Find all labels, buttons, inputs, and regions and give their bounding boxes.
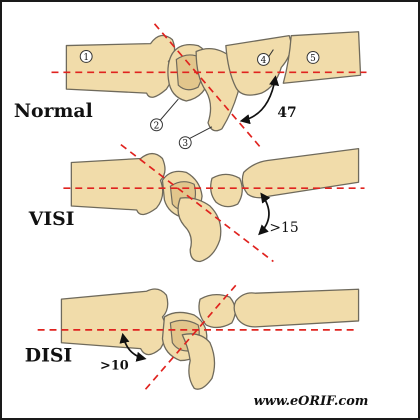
disi-label: DISI — [25, 345, 72, 367]
svg-text:3: 3 — [182, 139, 188, 149]
marker-1: 1 — [79, 50, 93, 63]
visi-angle-label: >15 — [269, 220, 298, 236]
trapezoid-bone-disi — [198, 294, 236, 329]
radius-bone-normal — [65, 34, 176, 98]
scaphoid-bone-visi — [177, 197, 222, 263]
leader-lunate — [160, 98, 179, 121]
normal-angle-label: 47 — [277, 105, 296, 121]
svg-text:5: 5 — [310, 54, 316, 64]
credit-text: www.eORIF.com — [254, 394, 369, 409]
scaphoid-axis-normal — [153, 23, 263, 150]
capitate-bone-disi — [233, 288, 360, 328]
scaphoid-axis-visi — [120, 143, 274, 263]
marker-4: 4 — [257, 53, 270, 66]
marker-2: 2 — [150, 118, 163, 131]
capitate-bone-visi — [241, 147, 360, 199]
marker-5: 5 — [306, 51, 320, 64]
angle-arrow-normal — [239, 75, 280, 125]
scaphoid-bone-disi — [181, 333, 216, 390]
trapezoid-bone-visi — [210, 173, 243, 208]
svg-text:4: 4 — [261, 56, 267, 66]
disi-panel — [37, 284, 360, 391]
capitate-bone-normal — [225, 35, 292, 96]
angle-arrow-visi — [258, 192, 271, 236]
visi-label: VISI — [28, 208, 75, 230]
radius-bone-disi — [60, 288, 169, 356]
radius-bone-visi — [70, 152, 166, 216]
svg-text:1: 1 — [83, 53, 89, 63]
disi-angle-label: >10 — [100, 358, 129, 373]
svg-text:2: 2 — [154, 121, 160, 131]
normal-panel — [51, 23, 367, 150]
angle-arrow-disi — [119, 332, 147, 362]
normal-label: Normal — [14, 100, 93, 122]
marker-3: 3 — [178, 136, 192, 149]
leader-scaphoid — [188, 126, 213, 140]
metacarpal-bone-normal — [282, 31, 362, 84]
visi-panel — [63, 143, 365, 263]
